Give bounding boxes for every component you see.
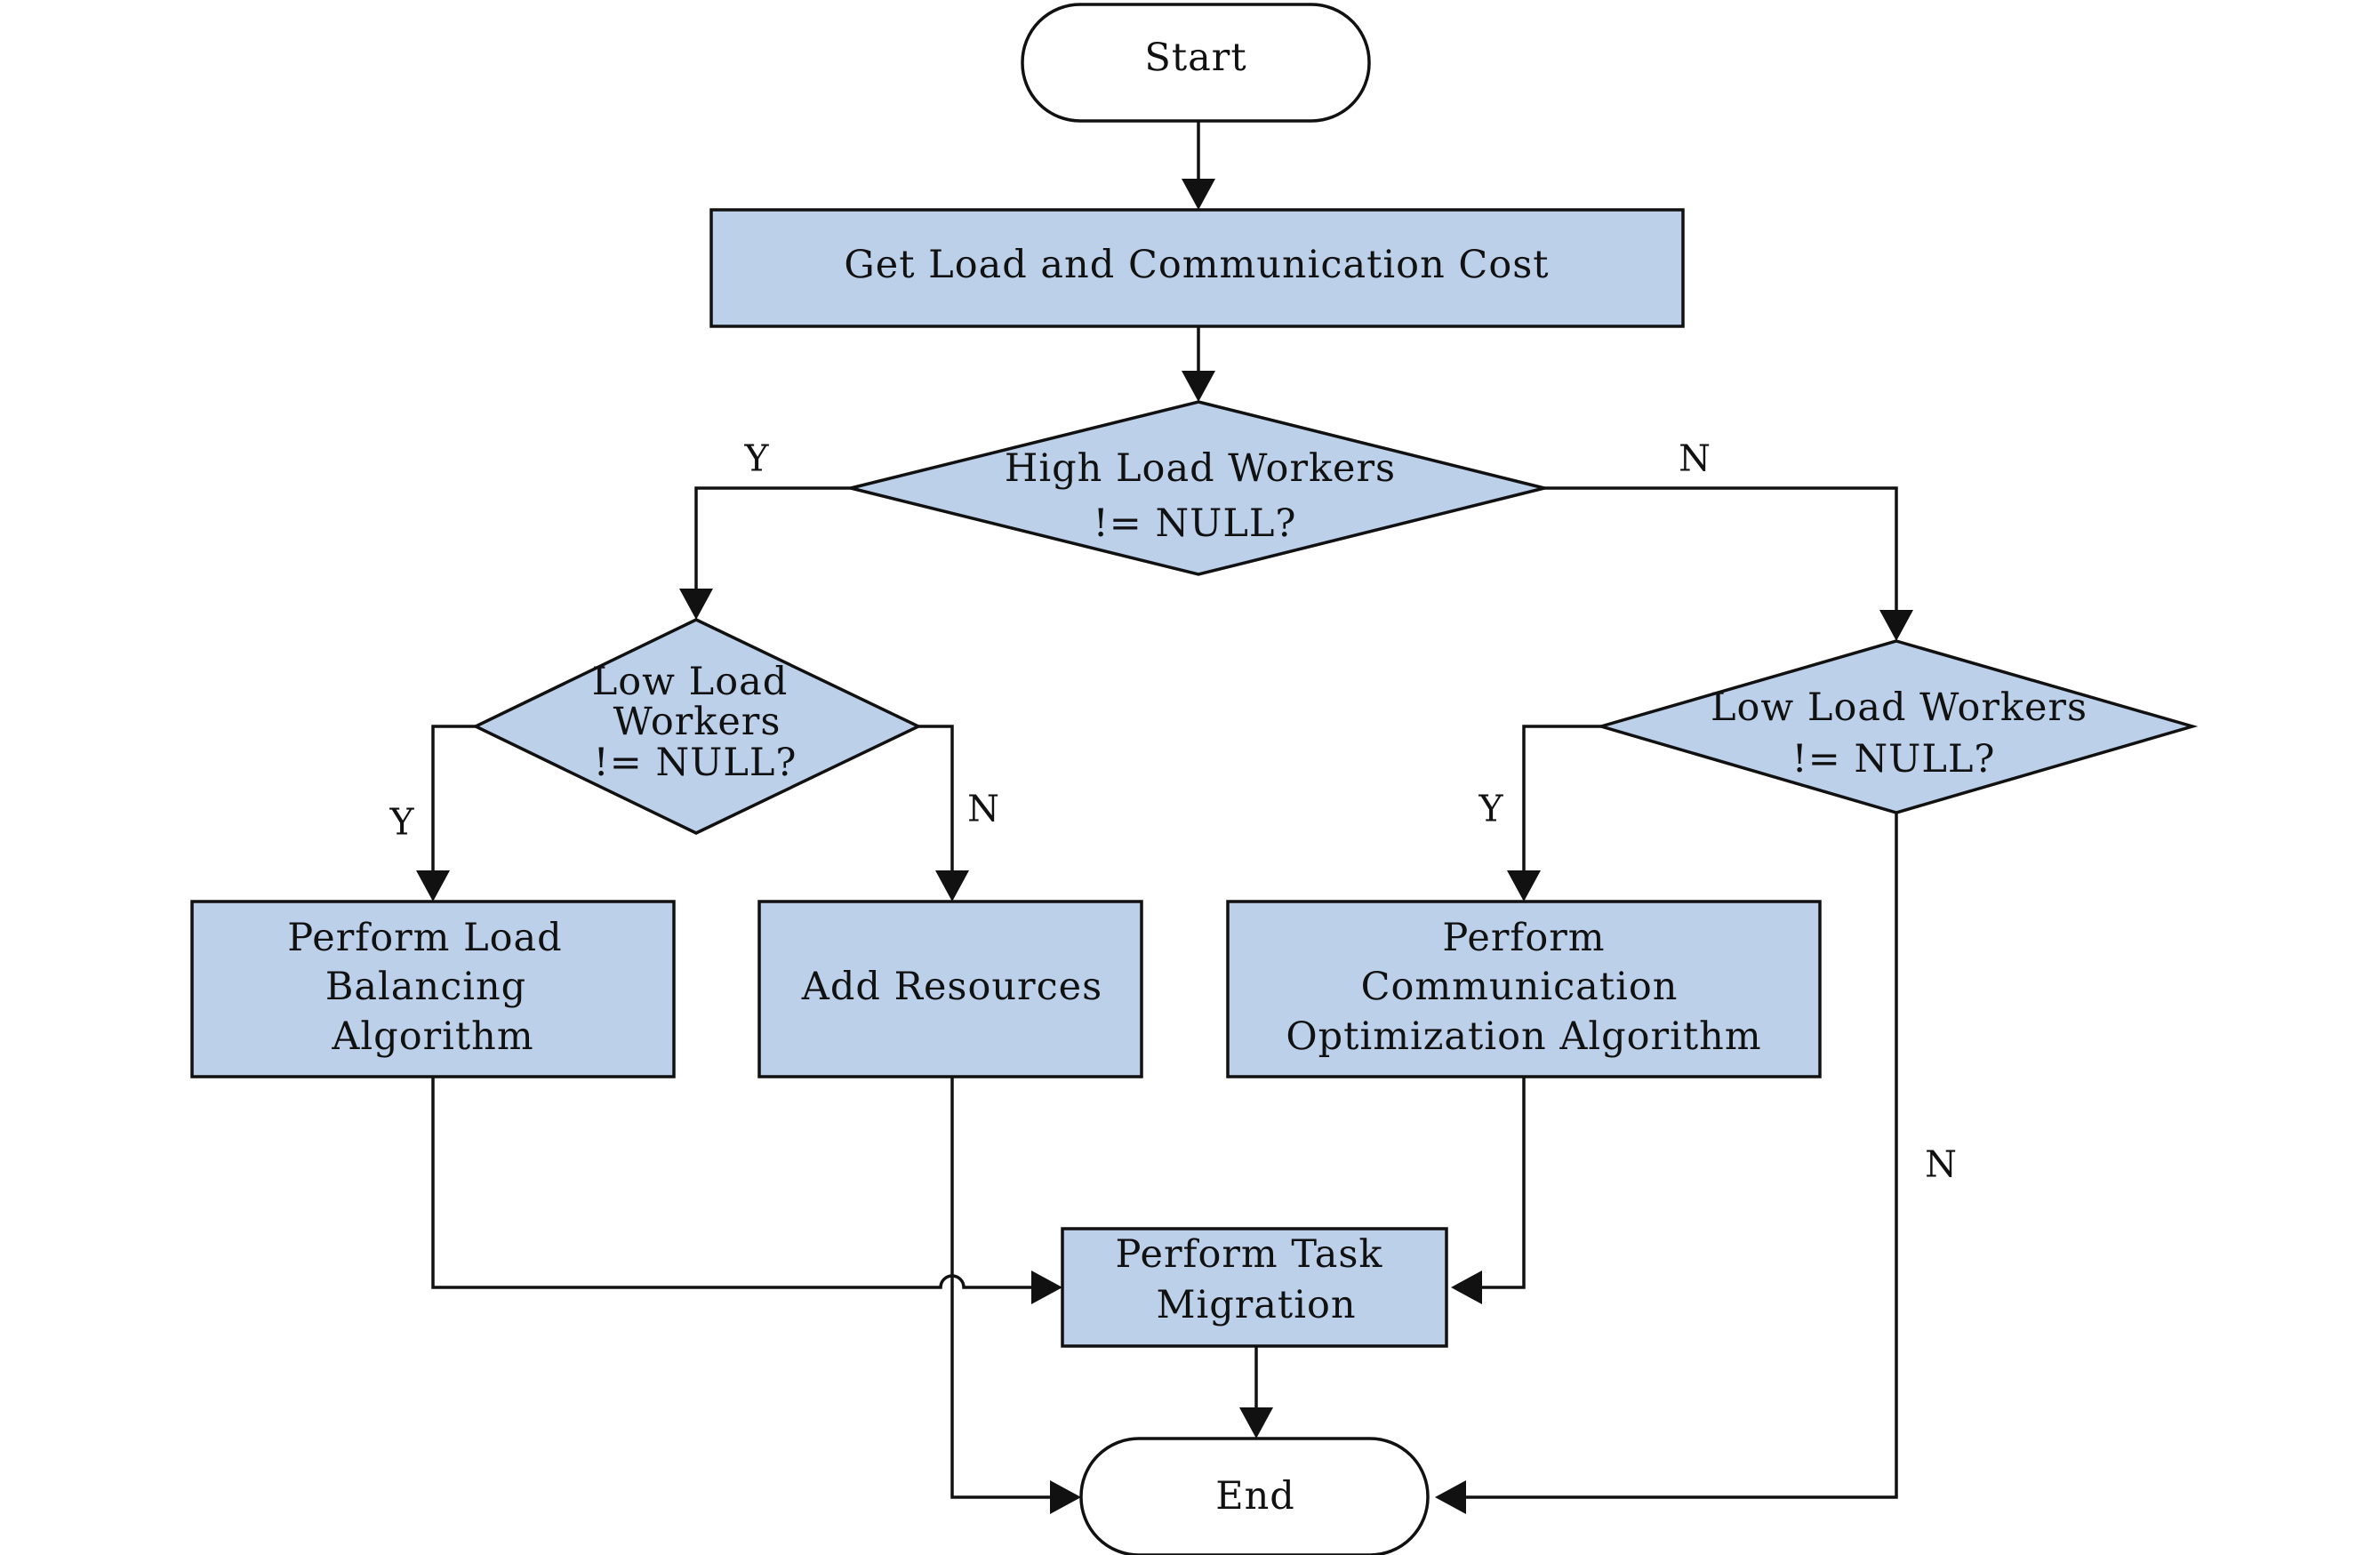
comm-opt-node: Perform Communication Optimization Algor… [1226, 900, 1822, 1078]
arrowhead-right [1031, 1270, 1062, 1304]
low-load-right-diamond [1595, 639, 2199, 814]
add-resources-node: Add Resources [757, 900, 1143, 1078]
edge-labels: Y N Y N Y N [389, 437, 1956, 1186]
low-load-right-label-line-1: Low Load Workers [1711, 685, 2088, 730]
end-node: End [1079, 1437, 1430, 1555]
arrowhead-left [1435, 1480, 1466, 1514]
edge-low-right-no [1462, 813, 1898, 1499]
high-load-yes-label: Y [743, 437, 769, 480]
low-load-left-diamond [471, 618, 923, 835]
arrowhead-down [679, 589, 713, 620]
add-resources-box [757, 900, 1143, 1078]
low-right-yes-label: Y [1478, 788, 1503, 830]
low-load-left-decision: Low Load Workers != NULL? [471, 618, 923, 835]
low-load-left-label-line-3: != NULL? [593, 741, 797, 785]
task-migration-box [1061, 1227, 1448, 1348]
get-cost-box [709, 208, 1685, 328]
low-right-no-label: N [1925, 1143, 1957, 1186]
load-balancing-label-line-3: Algorithm [331, 1014, 533, 1059]
add-resources-label: Add Resources [801, 965, 1102, 1009]
low-left-yes-label: Y [389, 801, 414, 844]
edge-high-load-no [1544, 486, 1898, 615]
comm-opt-label-line-1: Perform [1442, 916, 1605, 960]
task-migration-label-line-2: Migration [1156, 1283, 1356, 1327]
edge-comm-opt-to-migration [1478, 1077, 1526, 1289]
get-cost-label: Get Load and Communication Cost [844, 243, 1549, 287]
task-migration-label-line-1: Perform Task [1116, 1232, 1383, 1277]
load-balancing-box [190, 900, 676, 1078]
start-node: Start [1021, 3, 1371, 123]
get-cost-node: Get Load and Communication Cost [709, 208, 1685, 328]
load-balancing-label-line-1: Perform Load [287, 916, 562, 960]
low-left-no-label: N [967, 788, 999, 830]
arrowheads [416, 179, 1913, 1514]
edge-low-left-no [918, 725, 954, 876]
end-label: End [1215, 1474, 1295, 1519]
high-load-label-line-2: != NULL? [1093, 501, 1296, 546]
arrowhead-down [1879, 610, 1913, 641]
arrowhead-down [416, 870, 450, 902]
edges [431, 121, 1898, 1499]
comm-opt-label-line-2: Communication [1361, 965, 1679, 1009]
arrowhead-down [1182, 179, 1215, 210]
arrowhead-down [1182, 371, 1215, 402]
task-migration-node: Perform Task Migration [1061, 1227, 1448, 1348]
arrowhead-down [1507, 870, 1541, 902]
start-label: Start [1144, 36, 1246, 80]
arrowhead-down [1239, 1407, 1273, 1439]
low-load-left-label-line-1: Low Load [592, 660, 789, 704]
low-load-left-label-line-2: Workers [613, 700, 781, 744]
edge-load-balancing-to-migration [431, 1077, 1038, 1289]
arrowhead-left [1451, 1270, 1482, 1304]
low-load-right-decision: Low Load Workers != NULL? [1595, 639, 2199, 814]
edge-low-right-yes [1522, 725, 1601, 876]
high-load-diamond [850, 400, 1545, 576]
arrowhead-right [1050, 1480, 1081, 1514]
edge-high-load-yes [694, 486, 851, 594]
load-balancing-label-line-2: Balancing [325, 965, 526, 1009]
high-load-no-label: N [1679, 437, 1711, 480]
edge-add-resources-to-end [950, 1077, 1054, 1499]
low-load-right-label-line-2: != NULL? [1791, 737, 1995, 782]
load-balancing-node: Perform Load Balancing Algorithm [190, 900, 676, 1078]
start-terminal-shape [1021, 3, 1371, 123]
edge-low-left-yes [431, 725, 476, 876]
high-load-decision: High Load Workers != NULL? [850, 400, 1545, 576]
end-terminal-shape [1079, 1437, 1430, 1555]
comm-opt-box [1226, 900, 1822, 1078]
arrowhead-down [935, 870, 969, 902]
high-load-label-line-1: High Load Workers [1005, 446, 1396, 491]
comm-opt-label-line-3: Optimization Algorithm [1286, 1014, 1761, 1059]
